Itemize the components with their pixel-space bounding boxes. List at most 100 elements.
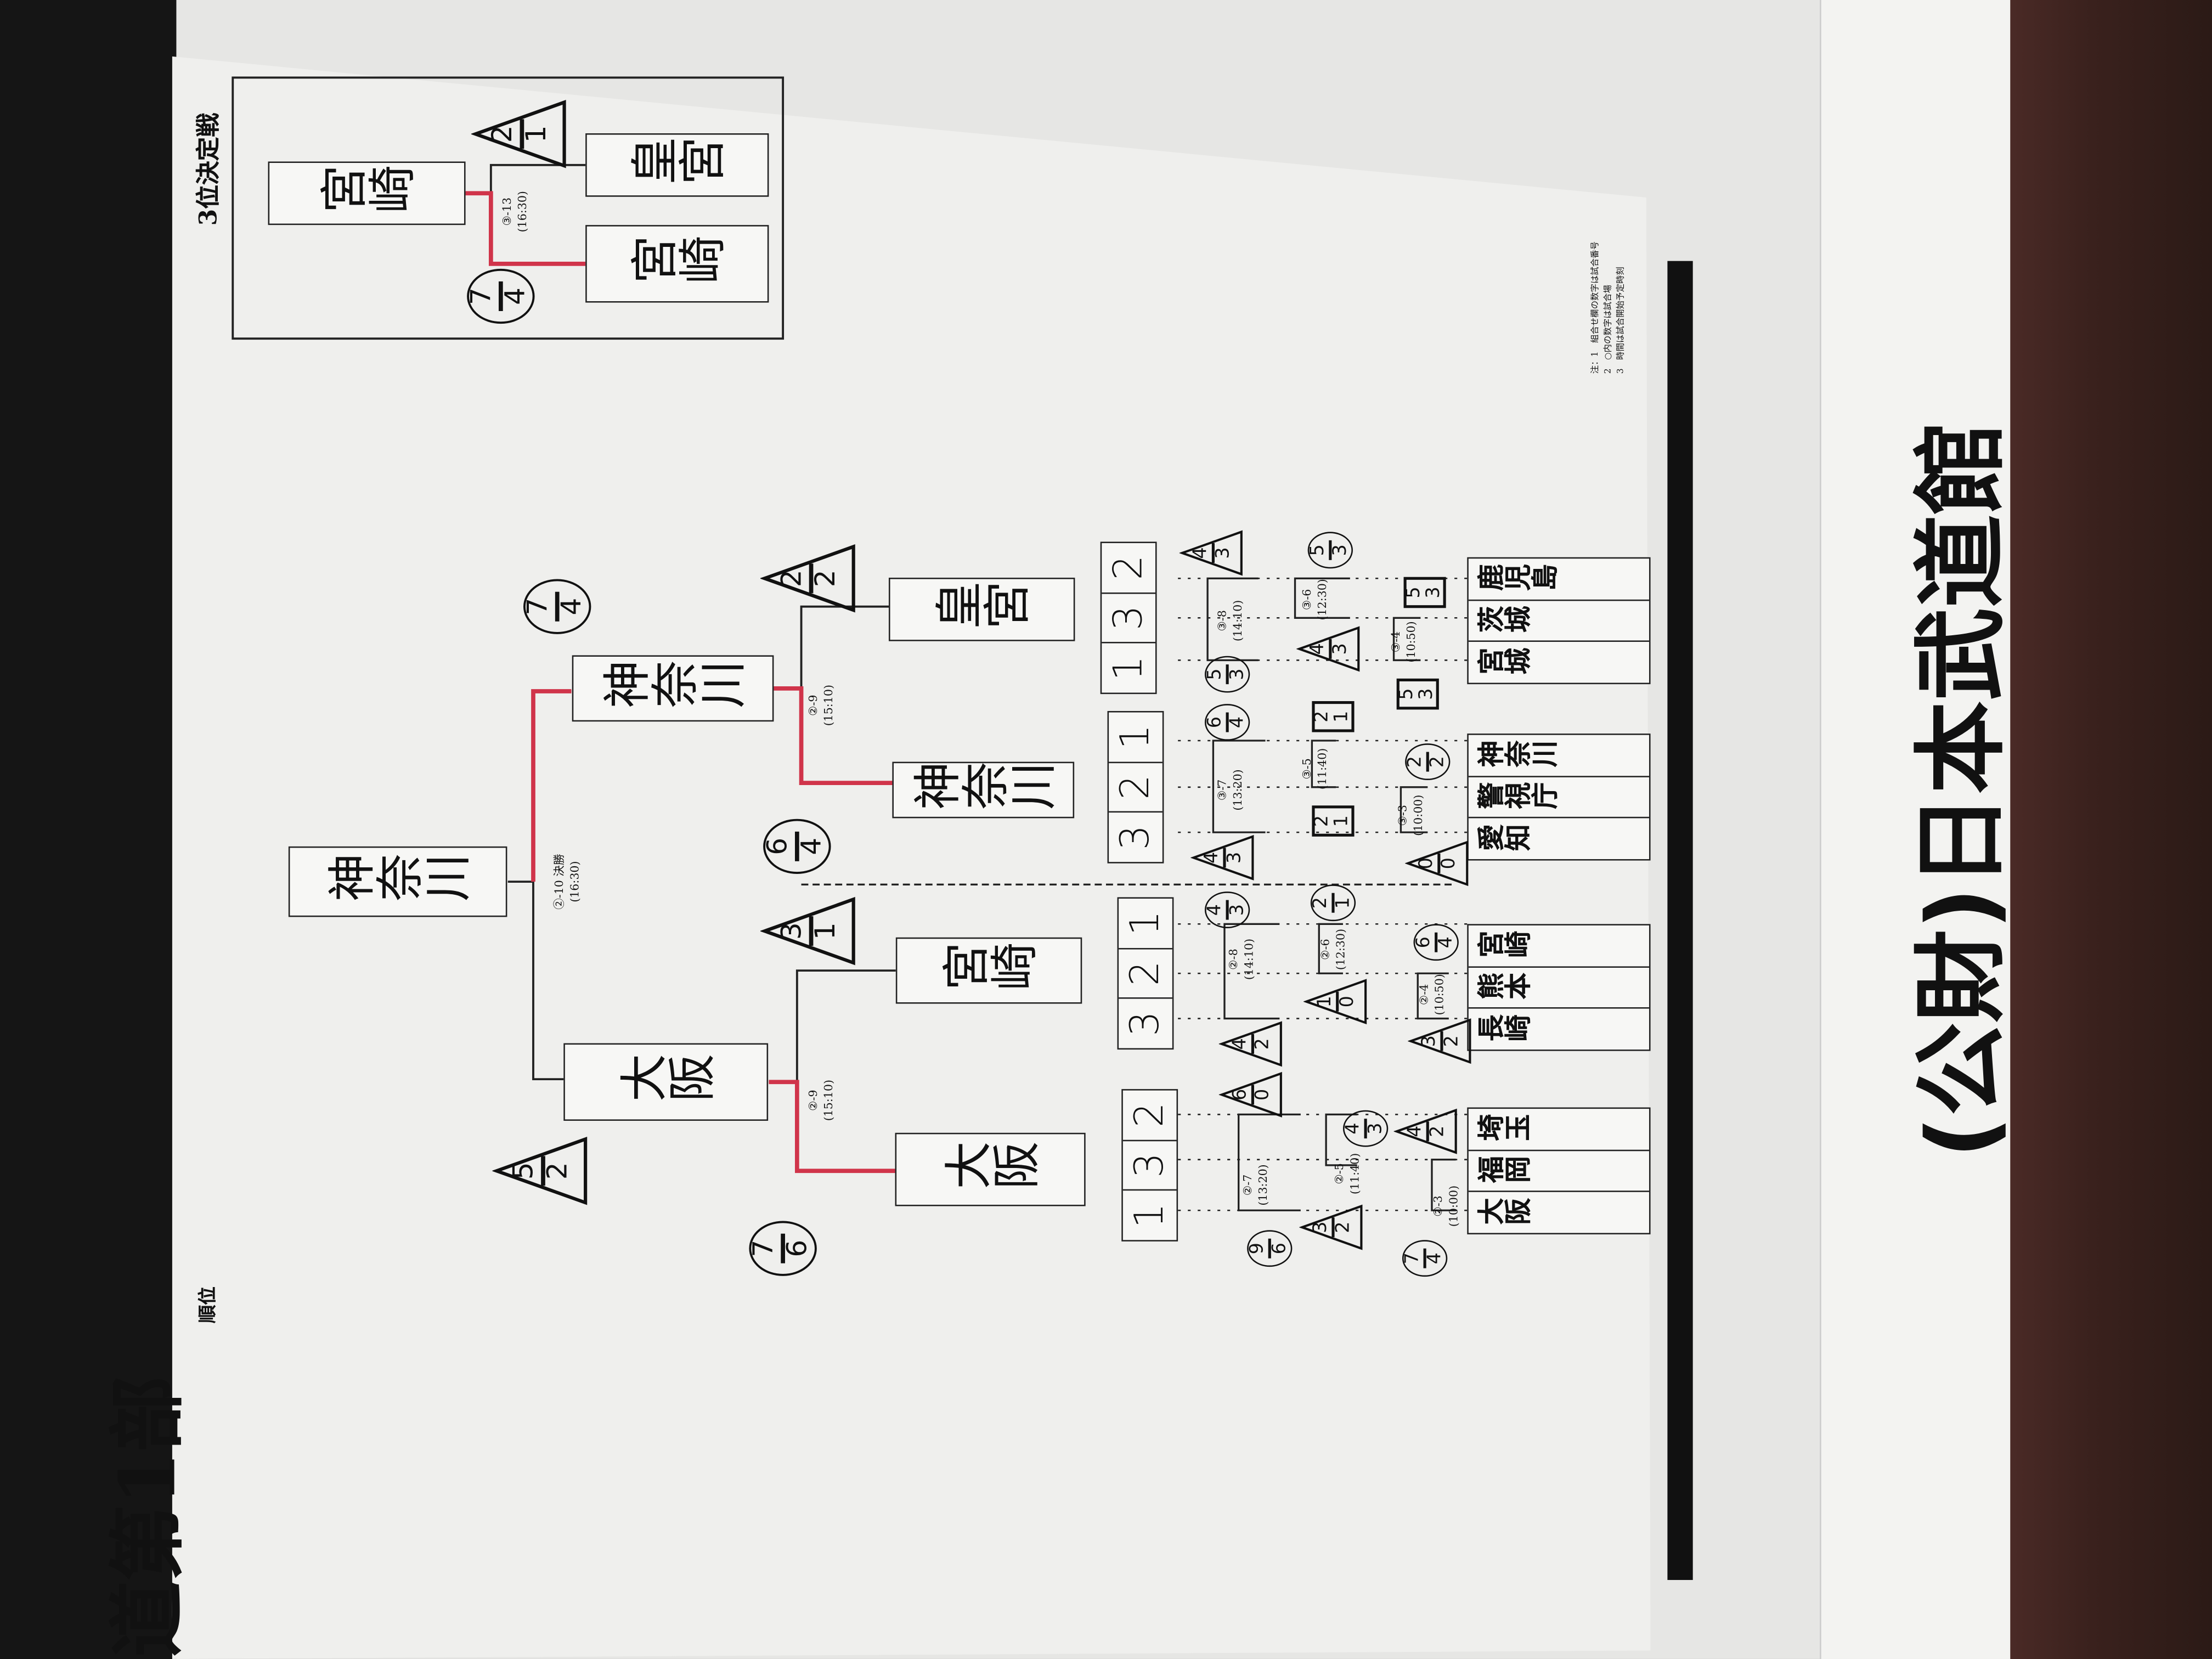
bracket-line bbox=[773, 686, 893, 785]
score-value: 4 bbox=[796, 837, 828, 855]
score-value: 7 bbox=[1402, 1252, 1424, 1265]
match-number: ②-10 決勝 bbox=[552, 854, 566, 910]
match-label: ②-8(14:10) bbox=[1226, 939, 1257, 980]
third-place-team: 宮崎 bbox=[585, 225, 769, 303]
match-number: ③-7 bbox=[1216, 779, 1229, 801]
bracket-line bbox=[1318, 923, 1343, 974]
match-label: ②-7(13:20) bbox=[1240, 1164, 1271, 1205]
bracket-line bbox=[1392, 617, 1421, 662]
prefecture-name: 福岡 bbox=[1468, 1149, 1649, 1192]
rank-cell: 3 bbox=[1109, 811, 1163, 862]
prefecture-name: 宮崎 bbox=[1477, 930, 1531, 962]
score-value: 3 bbox=[1416, 688, 1438, 700]
score-value: 4 bbox=[1435, 936, 1457, 949]
score-value: 6 bbox=[764, 837, 796, 855]
match-label: ②-5(11:40) bbox=[1331, 1153, 1363, 1194]
score-value: 7 bbox=[524, 597, 556, 616]
score-value: 1 bbox=[1331, 710, 1353, 723]
score-value: 3 bbox=[1329, 544, 1351, 556]
score-value: 1 bbox=[1333, 897, 1354, 909]
score-value: 6 bbox=[1231, 1088, 1252, 1101]
semifinal-right-winner: 神奈川 bbox=[572, 655, 774, 722]
prefecture-name: 埼玉 bbox=[1477, 1114, 1531, 1146]
rank-cell: 3 bbox=[1102, 592, 1155, 642]
score-value: 4 bbox=[1308, 643, 1330, 655]
score-value: 2 bbox=[1312, 815, 1333, 827]
score-value: 4 bbox=[500, 287, 532, 305]
round2-team: 宮崎 bbox=[895, 937, 1082, 1004]
score-value: 5 bbox=[1403, 586, 1425, 599]
match-number: ③-3 bbox=[1396, 805, 1409, 826]
prefecture-name: 愛知 bbox=[1468, 817, 1649, 859]
rank-cell: 1 bbox=[1121, 910, 1169, 936]
bracket-line bbox=[769, 969, 896, 1172]
prefecture-name: 鹿児島 bbox=[1477, 564, 1558, 595]
match-time: (13:20) bbox=[1231, 769, 1244, 811]
round2-team: 皇宮 bbox=[888, 577, 1075, 641]
bracket-line bbox=[1238, 1113, 1301, 1211]
bracket-line bbox=[1206, 577, 1259, 662]
score-value: 3 bbox=[1419, 1035, 1441, 1047]
score-value: 7 bbox=[467, 287, 500, 305]
match-time: (10:50) bbox=[1405, 621, 1418, 663]
score-value: 6 bbox=[1414, 936, 1435, 949]
rank-cell: 2 bbox=[1109, 761, 1163, 812]
score-value: 3 bbox=[1224, 851, 1245, 864]
third-match-label: ③-13(16:30) bbox=[499, 191, 531, 232]
score-value: 1 bbox=[521, 125, 553, 143]
match-number: ②-8 bbox=[1227, 949, 1240, 970]
match-label: ③-4(10:50) bbox=[1388, 621, 1419, 662]
score-value: 2 bbox=[1311, 897, 1333, 909]
score-value: 2 bbox=[1405, 755, 1427, 768]
board-frame-bar bbox=[1667, 261, 1693, 1580]
match-time: (14:10) bbox=[1231, 600, 1244, 642]
bracket-line bbox=[1325, 1113, 1357, 1166]
match-number: ③-13 bbox=[500, 197, 514, 226]
match-label: ②-3(10:00) bbox=[1430, 1186, 1462, 1227]
round2-team: 大阪 bbox=[895, 1132, 1086, 1206]
match-label: ②-4(10:50) bbox=[1417, 974, 1448, 1015]
match-time: (12:30) bbox=[1316, 579, 1329, 620]
semifinal-match-label: ②-9(15:10) bbox=[805, 685, 837, 726]
score-value: 4 bbox=[1231, 1038, 1252, 1050]
footnote: 注：1 組合せ欄の数字は試合番号 bbox=[1590, 241, 1601, 374]
rank-cell: 1 bbox=[1102, 642, 1155, 693]
score-value: 7 bbox=[749, 1239, 782, 1257]
dark-wall bbox=[0, 0, 191, 1659]
score-value: 5 bbox=[1308, 544, 1330, 556]
match-time: (16:30) bbox=[568, 861, 582, 902]
match-time: (13:20) bbox=[1257, 1164, 1270, 1206]
score-value: 2 bbox=[810, 569, 843, 588]
bracket-line bbox=[1431, 1159, 1456, 1211]
score-value: 2 bbox=[1427, 1125, 1448, 1137]
prefecture-box: 大阪福岡埼玉 bbox=[1467, 1107, 1651, 1234]
prefecture-name: 神奈川 bbox=[1477, 740, 1558, 772]
match-time: (10:00) bbox=[1412, 794, 1425, 836]
score-value: 6 bbox=[782, 1239, 814, 1257]
bracket-line bbox=[232, 76, 785, 340]
match-time: (12:30) bbox=[1334, 928, 1347, 970]
match-number: ②-9 bbox=[806, 1090, 820, 1111]
score-value: 2 bbox=[1312, 710, 1333, 723]
venue-sign bbox=[1820, 0, 2012, 1659]
footnote: 2 ○内の数字は試合場 bbox=[1603, 285, 1613, 374]
score-value: 9 bbox=[1248, 1243, 1269, 1255]
